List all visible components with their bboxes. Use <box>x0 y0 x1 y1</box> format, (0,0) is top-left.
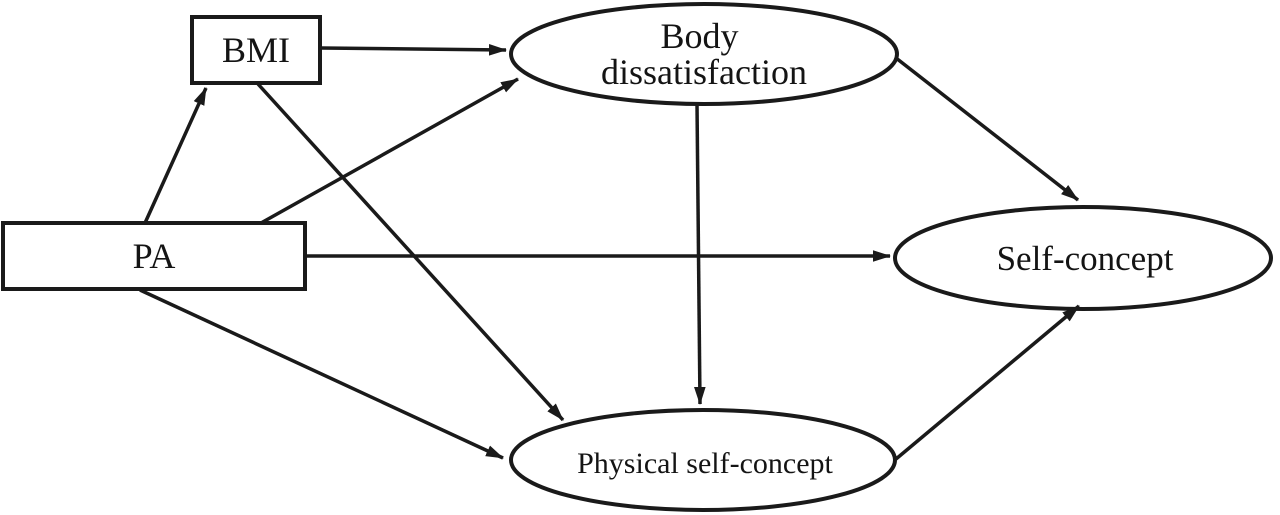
node-bmi: BMI <box>190 15 322 85</box>
self-concept-ellipse <box>893 205 1273 311</box>
bmi-label: BMI <box>222 30 290 70</box>
pa-box <box>1 221 307 291</box>
self-concept-label: Self-concept <box>997 239 1174 278</box>
node-self-concept: Self-concept <box>893 205 1273 311</box>
edge-body-dissatisfaction-to-physical-self-concept <box>694 103 706 405</box>
edge-bmi-to-body-dissatisfaction <box>320 44 507 56</box>
physical-self-concept-label: Physical self-concept <box>577 447 833 480</box>
edge-physical-self-concept-to-self-concept <box>894 304 1081 461</box>
edge-pa-to-body-dissatisfaction <box>260 77 519 225</box>
node-body-dissatisfaction: Body dissatisfaction <box>509 2 899 106</box>
body-dissatisfaction-label-line2: dissatisfaction <box>601 52 807 92</box>
body-dissatisfaction-label-line1: Body <box>660 16 738 56</box>
node-physical-self-concept: Physical self-concept <box>509 408 897 512</box>
body-dissatisfaction-ellipse <box>509 2 899 106</box>
edge-bmi-to-physical-self-concept <box>256 82 565 422</box>
node-pa: PA <box>1 221 307 291</box>
physical-self-concept-ellipse <box>509 408 897 512</box>
edge-pa-to-physical-self-concept <box>139 288 504 460</box>
edge-pa-to-bmi <box>143 87 208 224</box>
pa-label: PA <box>133 236 176 276</box>
body-dissatisfaction-label: Body dissatisfaction <box>601 16 807 92</box>
bmi-box <box>190 15 322 85</box>
edge-body-dissatisfaction-to-self-concept <box>894 56 1080 202</box>
